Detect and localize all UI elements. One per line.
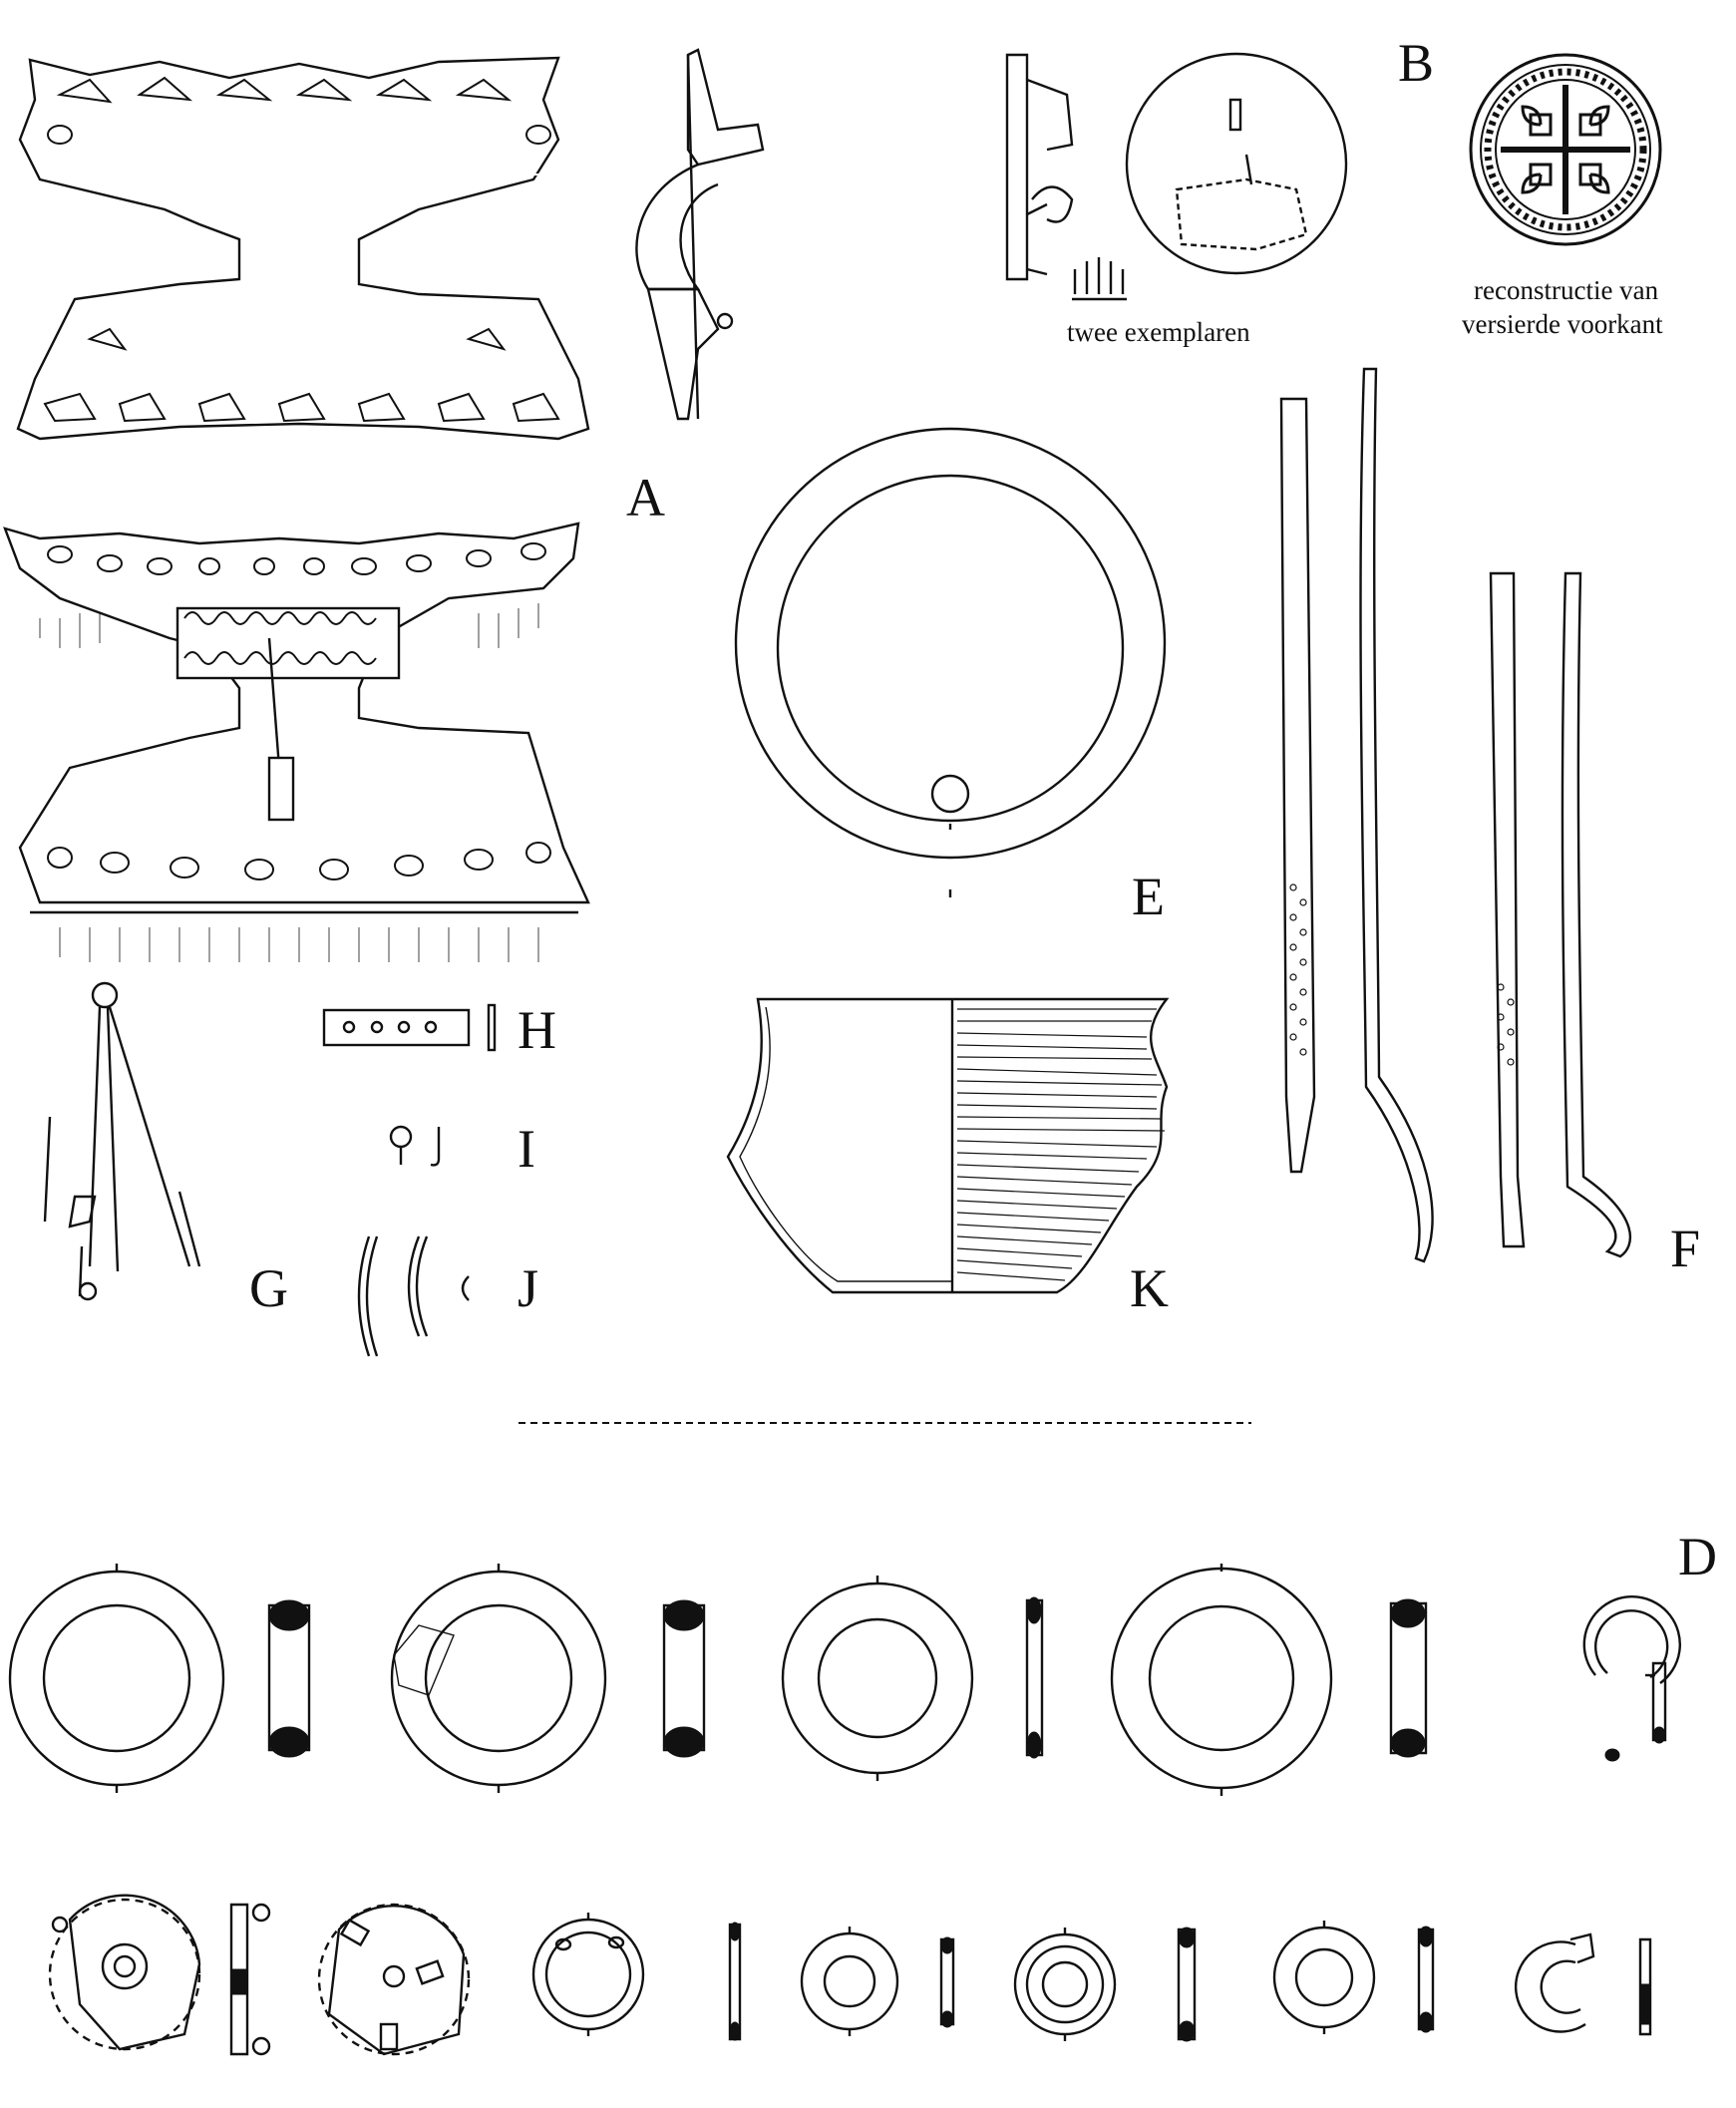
ring-d8-section (1177, 1927, 1197, 2042)
ring-d7-section (939, 1936, 955, 2028)
fragments-j-drawing (357, 1235, 470, 1357)
coil-fragment-drawing (1072, 257, 1127, 301)
ring-d7-drawing (800, 1927, 899, 2036)
brooch-small-back-drawing (48, 1894, 201, 2051)
label-j: J (518, 1258, 538, 1318)
label-d: D (1678, 1527, 1717, 1586)
brooch-a-profile-drawing (635, 48, 765, 421)
brooch-b-side-drawing (1005, 53, 1074, 281)
label-f: F (1670, 1219, 1700, 1278)
chatelaine-g-drawing (43, 981, 201, 1301)
caption-twee-exemplaren: twee exemplaren (1067, 317, 1250, 347)
ring-d2-drawing (390, 1564, 607, 1793)
pot-k-drawing (726, 997, 1170, 1294)
ring-d9-section (1417, 1926, 1435, 2033)
label-b: B (1398, 33, 1434, 93)
ring-d4-section (1389, 1598, 1428, 1758)
ring-d2-section (662, 1599, 706, 1758)
strip-h-drawing (322, 1003, 497, 1052)
brooch-a-back-drawing (3, 522, 590, 962)
label-h: H (518, 1000, 556, 1060)
ring-d6-drawing (531, 1913, 645, 2036)
pin-punch-marks (1289, 883, 1515, 1066)
brooch-small-side-section (229, 1903, 271, 2056)
brooch-small-front-drawing (317, 1903, 471, 2056)
ring-d3-drawing (781, 1576, 974, 1781)
label-a: A (626, 468, 665, 527)
pins-f-drawing (1279, 367, 1632, 1263)
label-g: G (249, 1258, 288, 1318)
label-e: E (1132, 867, 1165, 926)
ring-d1-section (267, 1599, 311, 1758)
ring-d6-section (728, 1922, 742, 2041)
label-k: K (1130, 1258, 1169, 1318)
ring-d8-drawing (1013, 1928, 1117, 2041)
caption-reconstructie-line2: versierde voorkant (1462, 309, 1663, 339)
ring-d10-section (1638, 1937, 1652, 2036)
ring-e-drawing (734, 427, 1167, 897)
ring-d9-drawing (1272, 1921, 1376, 2034)
ring-d10-open-drawing (1515, 1932, 1595, 2033)
ring-d1-drawing (8, 1564, 225, 1793)
reconstruction-disc-drawing (1469, 53, 1662, 246)
brooch-b-front-drawing (1125, 52, 1348, 275)
ring-d3-section (1025, 1596, 1044, 1759)
brooch-a-front-drawing (16, 56, 590, 441)
ring-d4-drawing (1110, 1564, 1333, 1796)
caption-reconstructie-line1: reconstructie van (1474, 275, 1659, 305)
hook-i-drawing (389, 1125, 441, 1167)
label-i: I (518, 1119, 535, 1179)
ring-d5-section (1604, 1661, 1667, 1762)
